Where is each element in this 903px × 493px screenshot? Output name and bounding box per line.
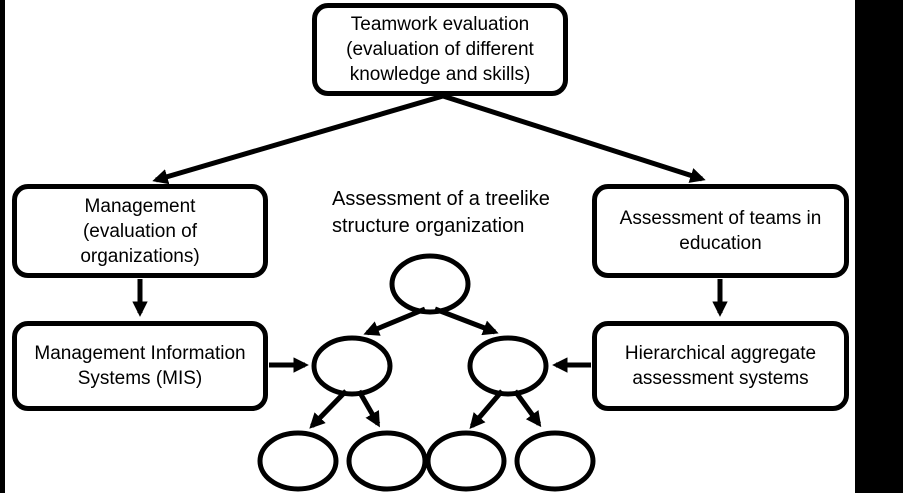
tree-leaf-1 [257, 430, 339, 492]
node-management-label: Management (evaluation of organizations) [80, 195, 200, 267]
node-assessment-of-teams-label: Assessment of teams in education [619, 208, 822, 254]
arrow-right-node-to-leaf-3 [469, 389, 504, 429]
node-hierarchical-aggregate: Hierarchical aggregate assessment system… [592, 321, 849, 411]
node-assessment-of-teams: Assessment of teams in education [592, 184, 849, 278]
node-teamwork-evaluation-label: Teamwork evaluation (evaluation of diffe… [346, 14, 534, 85]
tree-structure-caption: Assessment of a treelike structure organ… [332, 188, 550, 237]
node-hierarchical-aggregate-label: Hierarchical aggregate assessment system… [624, 343, 817, 389]
tree-root-node [389, 253, 471, 315]
node-management-information-systems-label: Management Information Systems (MIS) [34, 343, 246, 389]
tree-right-middle-node [467, 335, 549, 397]
arrow-root-to-right-node [434, 306, 499, 336]
arrow-right-node-to-leaf-4 [512, 389, 542, 428]
arrow-teamwork-to-teams [442, 93, 706, 183]
arrow-root-to-left-node [363, 306, 426, 336]
tree-left-middle-node [311, 335, 393, 397]
arrow-left-node-to-leaf-2 [356, 389, 381, 428]
tree-leaf-3 [425, 430, 507, 492]
arrow-teamwork-to-management [152, 93, 444, 185]
node-management: Management (evaluation of organizations) [12, 184, 268, 278]
tree-leaf-2 [346, 430, 428, 492]
node-management-information-systems: Management Information Systems (MIS) [12, 321, 268, 411]
tree-leaf-4 [514, 430, 596, 492]
node-teamwork-evaluation: Teamwork evaluation (evaluation of diffe… [312, 3, 568, 96]
arrow-left-node-to-leaf-1 [309, 389, 348, 429]
